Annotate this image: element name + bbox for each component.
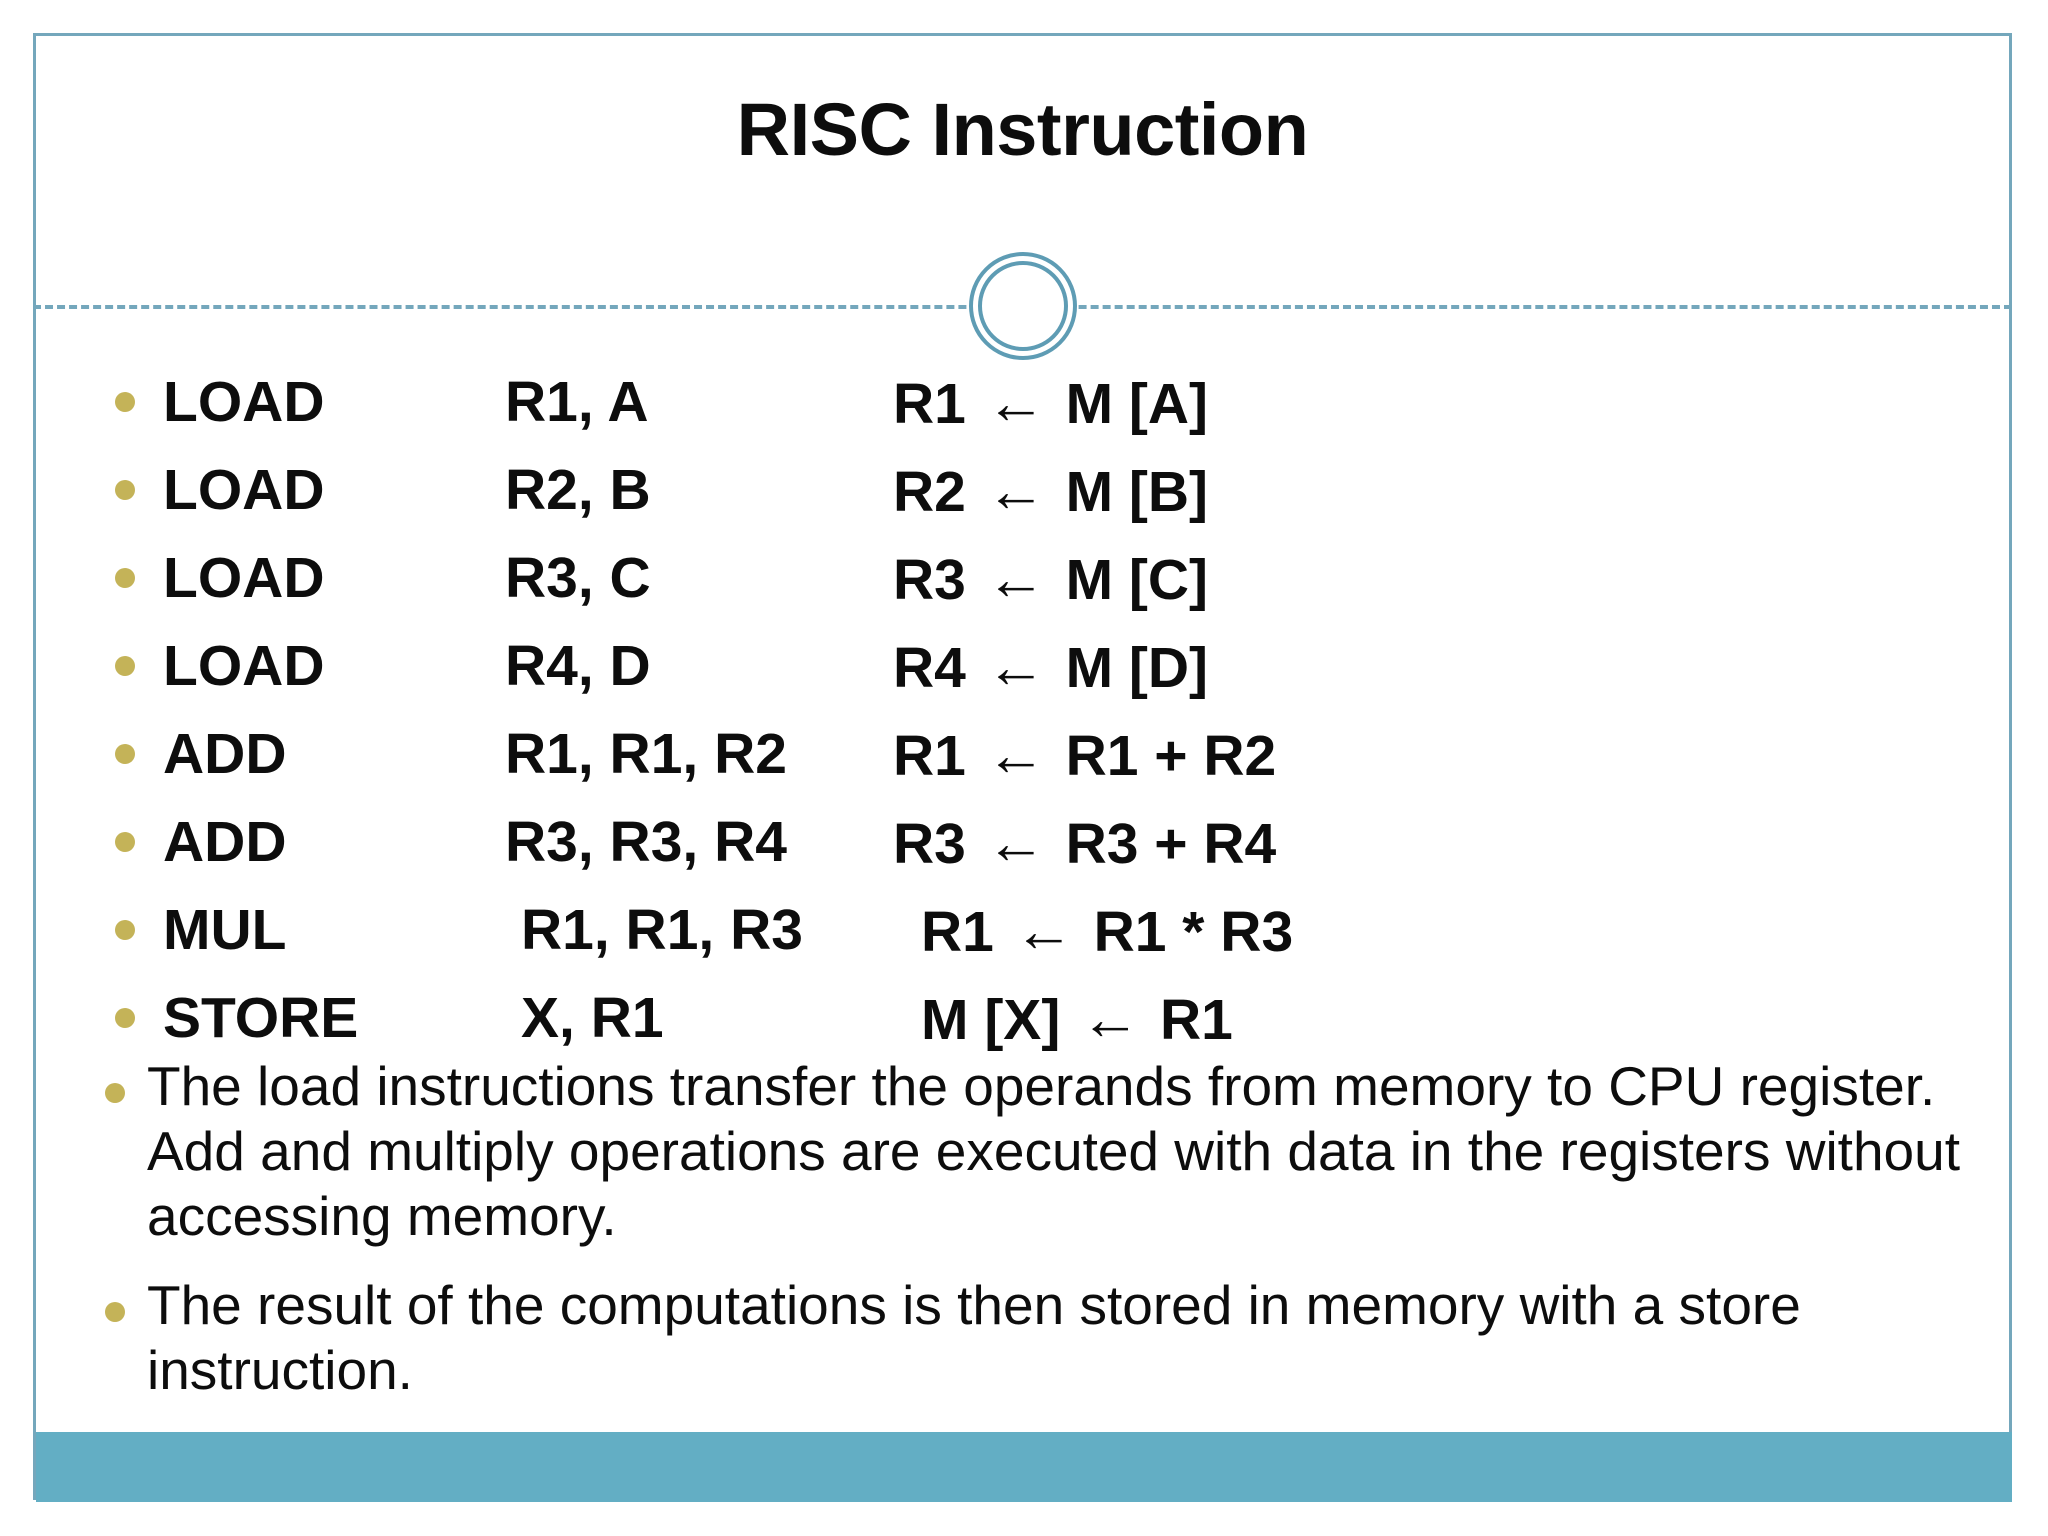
left-arrow-icon: ← bbox=[985, 544, 1046, 612]
list-item: ADD R1, R1, R2 R1 ← R1 + R2 bbox=[91, 710, 1951, 798]
decorative-divider bbox=[33, 252, 2012, 362]
rtl-destination: R4 bbox=[893, 635, 966, 700]
left-arrow-icon: ← bbox=[1080, 984, 1141, 1052]
list-item: MUL R1, R1, R3 R1 ← R1 * R3 bbox=[91, 886, 1951, 974]
rtl-destination: R1 bbox=[893, 723, 966, 788]
bullet-icon bbox=[105, 1301, 125, 1322]
list-item: LOAD R3, C R3 ← M [C] bbox=[91, 534, 1951, 622]
instruction-rtl: R2 ← M [B] bbox=[893, 456, 1208, 525]
instruction-operands: R4, D bbox=[505, 634, 651, 698]
bullet-icon bbox=[115, 920, 135, 940]
rtl-source: M [D] bbox=[1065, 635, 1209, 700]
list-item: STORE X, R1 M [X] ← R1 bbox=[91, 974, 1951, 1062]
instruction-rtl: R1 ← R1 + R2 bbox=[893, 720, 1276, 789]
list-item: LOAD R2, B R2 ← M [B] bbox=[91, 446, 1951, 534]
list-item: ADD R3, R3, R4 R3 ← R3 + R4 bbox=[91, 798, 1951, 886]
instruction-opcode: LOAD bbox=[163, 634, 325, 698]
instruction-rtl: M [X] ← R1 bbox=[909, 984, 1233, 1053]
instruction-opcode: LOAD bbox=[163, 370, 325, 434]
rtl-destination: R3 bbox=[893, 811, 966, 876]
rtl-source: R1 + R2 bbox=[1065, 723, 1277, 788]
instruction-operands: R1, R1, R3 bbox=[521, 898, 803, 962]
bullet-icon bbox=[115, 392, 135, 412]
note-paragraph: The load instructions transfer the opera… bbox=[147, 1055, 1960, 1247]
rtl-destination: R1 bbox=[893, 371, 966, 436]
instruction-opcode: ADD bbox=[163, 810, 287, 874]
bullet-icon bbox=[115, 744, 135, 764]
bullet-icon bbox=[115, 1008, 135, 1028]
list-item: LOAD R4, D R4 ← M [D] bbox=[91, 622, 1951, 710]
bottom-accent-bar bbox=[36, 1432, 2012, 1502]
notes-list: The load instructions transfer the opera… bbox=[91, 1054, 1971, 1426]
instruction-opcode: LOAD bbox=[163, 458, 325, 522]
bullet-icon bbox=[115, 656, 135, 676]
left-arrow-icon: ← bbox=[985, 808, 1046, 876]
instruction-opcode: LOAD bbox=[163, 546, 325, 610]
left-arrow-icon: ← bbox=[985, 720, 1046, 788]
rtl-source: M [B] bbox=[1065, 459, 1209, 524]
slide-canvas: RISC Instruction LOAD R1, A R1 ← M [A] L… bbox=[33, 33, 2012, 1502]
rtl-source: R1 bbox=[1160, 987, 1233, 1052]
rtl-destination: R1 bbox=[921, 899, 994, 964]
bullet-icon bbox=[105, 1083, 125, 1103]
left-arrow-icon: ← bbox=[1013, 896, 1074, 964]
left-arrow-icon: ← bbox=[985, 368, 1046, 436]
rtl-destination: R2 bbox=[893, 459, 966, 524]
rtl-destination: M [X] bbox=[921, 987, 1061, 1052]
rtl-source: R3 + R4 bbox=[1065, 811, 1277, 876]
bullet-icon bbox=[115, 480, 135, 500]
instruction-rtl: R1 ← R1 * R3 bbox=[909, 896, 1293, 965]
instruction-operands: R1, R1, R2 bbox=[505, 722, 787, 786]
instruction-operands: X, R1 bbox=[521, 986, 664, 1050]
instruction-operands: R2, B bbox=[505, 458, 651, 522]
circle-inner-ring-icon bbox=[977, 261, 1068, 351]
instruction-operands: R3, R3, R4 bbox=[505, 810, 787, 874]
instruction-list: LOAD R1, A R1 ← M [A] LOAD R2, B R2 ← M … bbox=[91, 358, 1951, 1062]
instruction-operands: R1, A bbox=[505, 370, 649, 434]
instruction-rtl: R3 ← M [C] bbox=[893, 544, 1208, 613]
instruction-rtl: R3 ← R3 + R4 bbox=[893, 808, 1276, 877]
list-item: LOAD R1, A R1 ← M [A] bbox=[91, 358, 1951, 446]
bullet-icon bbox=[115, 832, 135, 852]
instruction-operands: R3, C bbox=[505, 546, 651, 610]
rtl-source: M [C] bbox=[1065, 547, 1209, 612]
rtl-source: R1 * R3 bbox=[1093, 899, 1294, 964]
instruction-opcode: MUL bbox=[163, 898, 287, 962]
instruction-opcode: STORE bbox=[163, 986, 359, 1050]
bullet-icon bbox=[115, 568, 135, 588]
list-item: The load instructions transfer the opera… bbox=[91, 1054, 1971, 1249]
page-title: RISC Instruction bbox=[736, 88, 1309, 171]
instruction-rtl: R4 ← M [D] bbox=[893, 632, 1208, 701]
rtl-source: M [A] bbox=[1065, 371, 1209, 436]
left-arrow-icon: ← bbox=[985, 632, 1046, 700]
instruction-opcode: ADD bbox=[163, 722, 287, 786]
instruction-rtl: R1 ← M [A] bbox=[893, 368, 1208, 437]
left-arrow-icon: ← bbox=[985, 456, 1046, 524]
note-paragraph: The result of the computations is then s… bbox=[147, 1273, 1801, 1401]
rtl-destination: R3 bbox=[893, 547, 966, 612]
list-item: The result of the computations is then s… bbox=[91, 1273, 1971, 1403]
